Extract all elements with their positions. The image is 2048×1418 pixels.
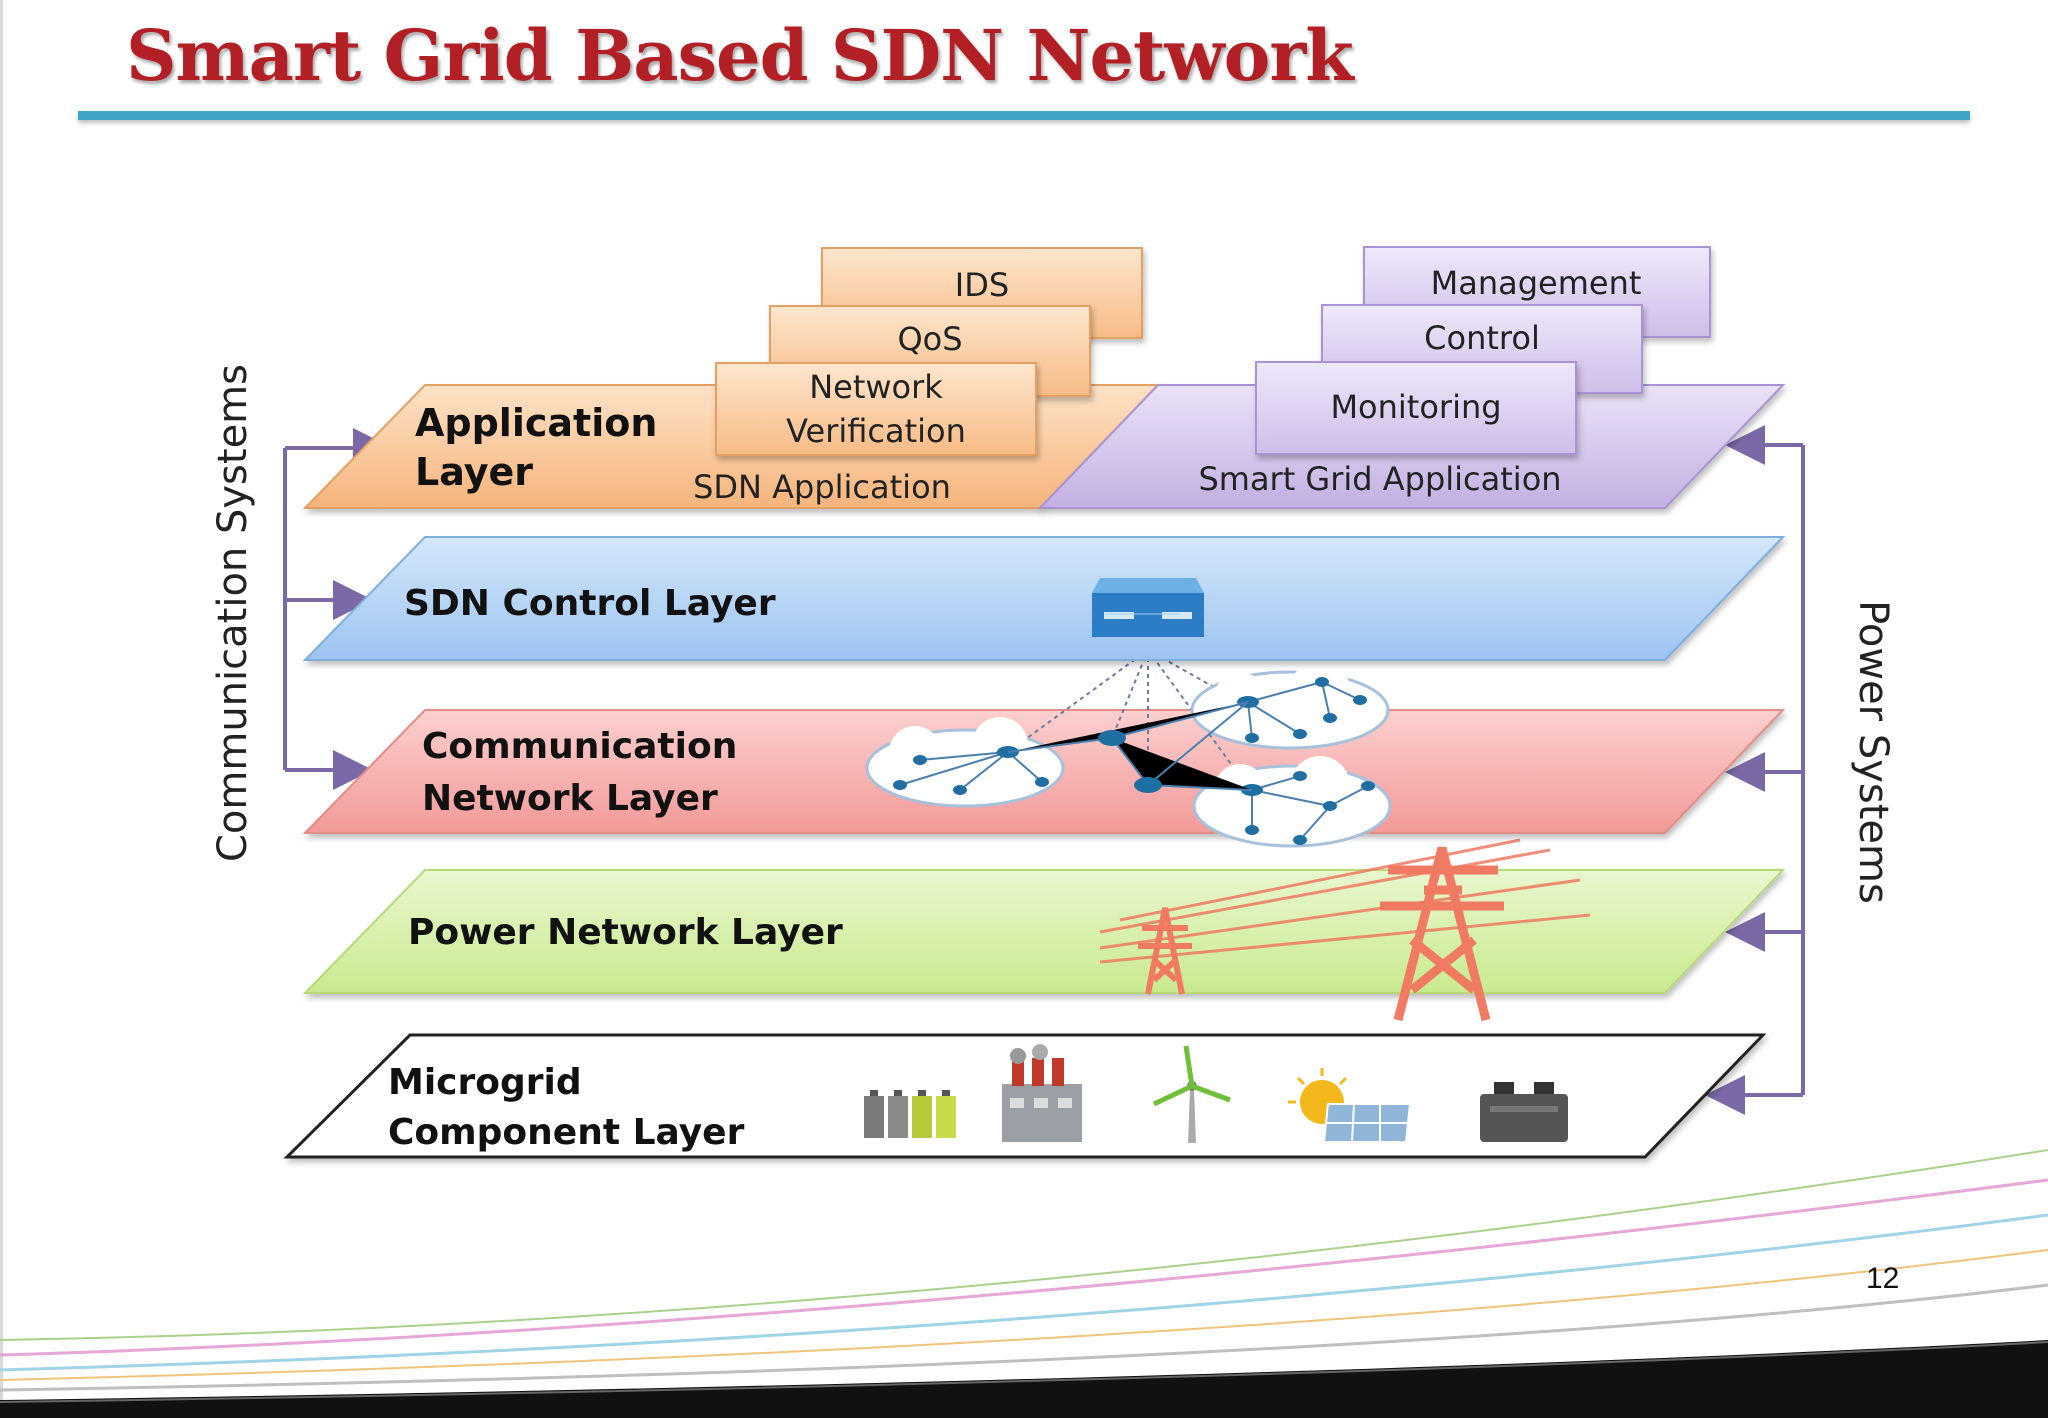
application-layer-title-line1: Application	[415, 401, 657, 445]
sdn-app-qos: QoS	[897, 320, 962, 358]
power-systems-connector	[1705, 425, 1805, 1115]
smart-grid-app-monitoring: Monitoring	[1330, 388, 1501, 426]
microgrid-component-layer: Microgrid Component Layer	[283, 1033, 1767, 1159]
network-cloud-bottom-right	[1192, 756, 1392, 848]
solar-panel-icon	[1288, 1068, 1412, 1143]
smart-grid-app-boxes: Management Control Monitoring	[1255, 246, 1711, 455]
car-battery-icon	[1480, 1082, 1568, 1142]
small-transmission-tower-icon	[1138, 907, 1192, 995]
network-cloud-top-right	[1190, 660, 1390, 750]
sdn-app-ids: IDS	[955, 266, 1009, 304]
page-number: 12	[1866, 1262, 1900, 1295]
sdn-controller-icon	[1092, 578, 1204, 637]
communication-network-layer: Communication Network Layer	[302, 649, 1786, 848]
core-routers	[1007, 701, 1253, 793]
microgrid-layer-title-line1: Microgrid	[388, 1062, 582, 1103]
factory-icon	[1002, 1044, 1082, 1142]
power-systems-label: Power Systems	[1850, 600, 1896, 904]
smart-grid-application-sublabel: Smart Grid Application	[1198, 460, 1561, 498]
power-lines-decoration	[1099, 838, 1591, 964]
battery-bank-icon	[864, 1090, 956, 1138]
sdn-app-boxes: IDS QoS Network Verification	[715, 247, 1143, 456]
network-cloud-left	[865, 717, 1065, 808]
large-transmission-tower-icon	[1380, 846, 1504, 1022]
footer-swoosh-decoration	[0, 1149, 2048, 1418]
sdn-application-sublabel: SDN Application	[693, 468, 951, 506]
smart-grid-app-control: Control	[1424, 319, 1540, 357]
application-layer: IDS QoS Network Verification Management …	[302, 246, 1786, 509]
communication-systems-label: Communication Systems	[210, 364, 256, 862]
title-underline	[78, 111, 1970, 120]
application-layer-title-line2: Layer	[415, 450, 533, 494]
slide-title: Smart Grid Based SDN Network	[126, 14, 1354, 97]
sdn-control-layer: SDN Control Layer	[302, 536, 1786, 661]
left-edge-rule	[0, 0, 3, 1418]
communication-layer-title-line2: Network Layer	[422, 778, 718, 819]
smart-grid-app-management: Management	[1431, 264, 1642, 302]
sdn-app-verification: Verification	[786, 412, 966, 450]
power-network-layer: Power Network Layer	[302, 838, 1786, 1022]
communication-layer-title-line1: Communication	[422, 726, 737, 767]
power-layer-title: Power Network Layer	[408, 912, 843, 953]
sdn-app-network: Network	[809, 368, 943, 406]
wind-turbine-icon	[1152, 1045, 1231, 1143]
microgrid-layer-title-line2: Component Layer	[388, 1112, 745, 1153]
sdn-control-layer-title: SDN Control Layer	[404, 583, 776, 624]
